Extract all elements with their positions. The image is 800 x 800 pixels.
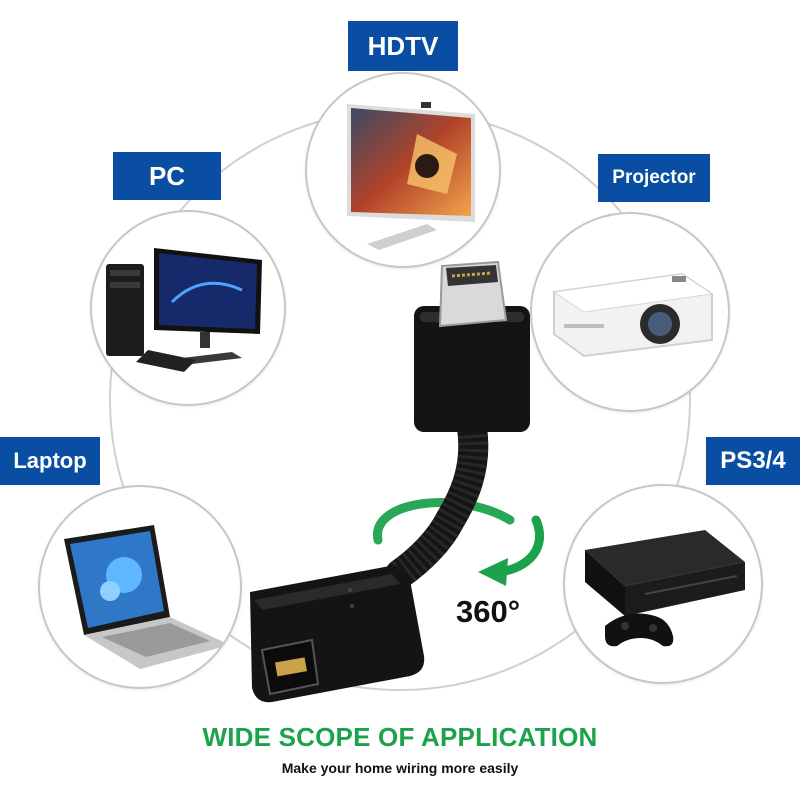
pc-circle (90, 210, 286, 406)
laptop-circle (38, 485, 242, 689)
hdtv-circle (305, 72, 501, 268)
projector-icon (552, 272, 714, 358)
ps-circle (563, 484, 763, 684)
label-laptop: Laptop (0, 437, 100, 485)
game-console-icon (585, 530, 745, 647)
hdtv-icon (347, 102, 475, 250)
projector-circle (530, 212, 730, 412)
laptop-icon (64, 525, 230, 669)
label-hdtv: HDTV (348, 21, 458, 71)
rotation-angle: 360° (456, 594, 521, 629)
pc-icon (106, 248, 262, 372)
headline: WIDE SCOPE OF APPLICATION (202, 722, 598, 752)
label-ps: PS3/4 (706, 437, 800, 485)
label-pc: PC (113, 152, 221, 200)
rotate-arrow-icon (373, 498, 515, 545)
subline: Make your home wiring more easily (281, 760, 519, 776)
label-projector: Projector (598, 154, 710, 202)
